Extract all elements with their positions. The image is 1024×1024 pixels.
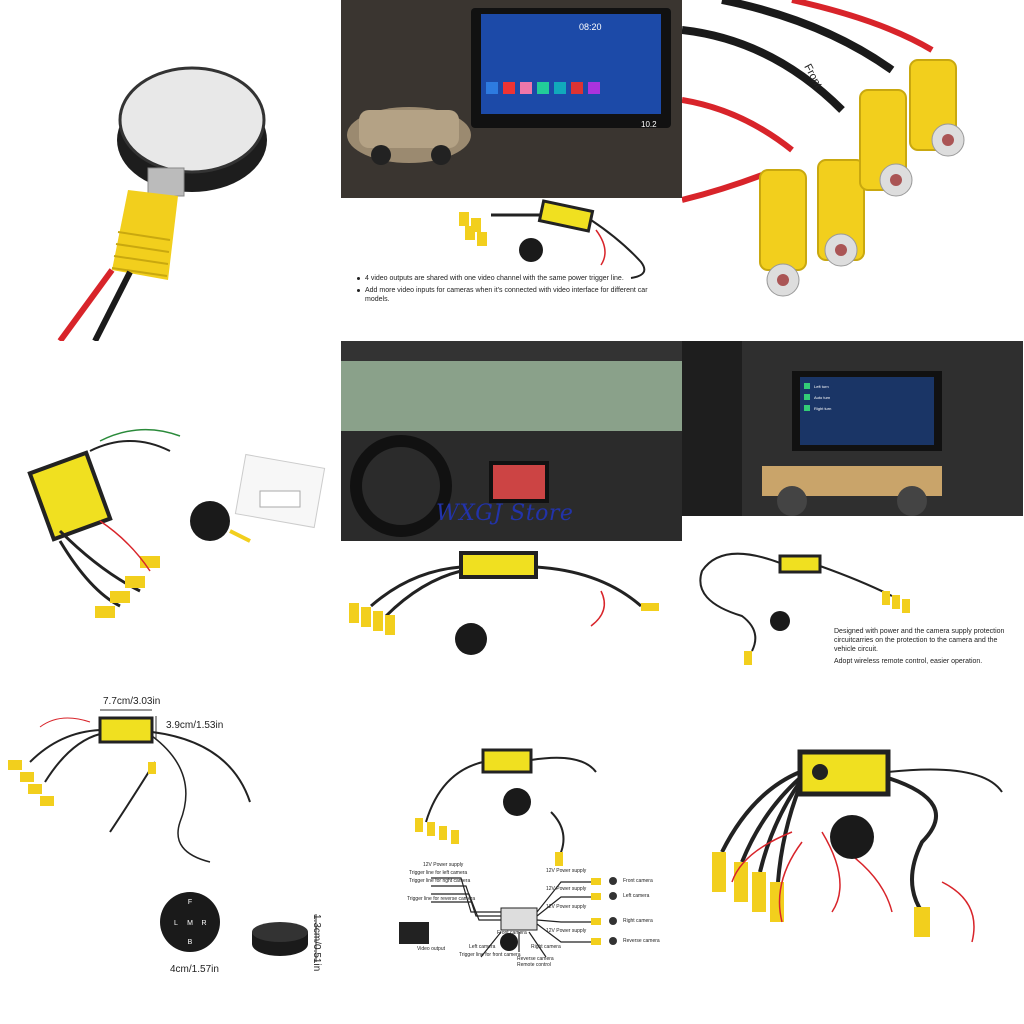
- remote-height-label: 1.3cm/0.51in: [311, 914, 322, 972]
- head-unit-illustration: [682, 341, 1023, 682]
- remote-key-r: R: [201, 920, 206, 927]
- full-kit-illustration: [712, 749, 1003, 943]
- diagram-label: Video output: [417, 946, 445, 952]
- menu-item: Left turn: [814, 384, 829, 389]
- wiring-diagram: 12V Power supply Trigger line for left c…: [341, 682, 682, 1023]
- screen-clock: 08:20: [579, 22, 602, 32]
- diagram-label: Remote control: [517, 962, 551, 968]
- remote-diameter-label: 4cm/1.57in: [170, 964, 219, 975]
- bullet-text: Add more video inputs for cameras when i…: [355, 286, 655, 304]
- diagram-label: 12V Power supply: [546, 868, 587, 874]
- speed-readout: 10.2: [641, 120, 657, 129]
- rca-connectors-illustration: [682, 0, 965, 297]
- product-dimensions: F L M R B 7.7cm/3.03in 3.9cm/1.53in 4cm/…: [0, 682, 341, 1023]
- product-photo-car-screen: 08:20 10.2 4 video outputs are shared wi…: [341, 0, 682, 341]
- remote-key-b: B: [188, 939, 193, 946]
- diagram-label: 12V Power supply: [423, 862, 464, 868]
- module-width-label: 3.9cm/1.53in: [166, 720, 224, 731]
- car-screen-illustration: [341, 0, 682, 341]
- product-photo-module-manual: [0, 341, 341, 682]
- product-photo-car-interior: WXGJ Store: [341, 341, 682, 682]
- diagram-label: Left camera: [469, 944, 496, 950]
- camera-illustration: [57, 66, 267, 341]
- diagram-label: Trigger line for reverse camera: [407, 896, 476, 902]
- product-photo-head-unit: Left turn Auto turn Right turn Designed …: [682, 341, 1023, 682]
- diagram-label: Front camera: [497, 930, 527, 936]
- wiring-diagram-illustration: [399, 748, 617, 958]
- diagram-label: 12V Power supply: [546, 886, 587, 892]
- diagram-label: 12V Power supply: [546, 904, 587, 910]
- diagram-label: Right camera: [623, 918, 653, 924]
- diagram-label: Trigger line for left camera: [409, 870, 468, 876]
- diagram-label: 12V Power supply: [546, 928, 587, 934]
- product-photo-rca-connectors: Front: [682, 0, 1023, 341]
- bullet-text: 4 video outputs are shared with one vide…: [355, 274, 655, 283]
- note-text: Designed with power and the camera suppl…: [834, 628, 1005, 653]
- menu-item: Auto turn: [814, 395, 831, 400]
- menu-item: Right turn: [814, 406, 832, 411]
- product-photo-camera-rca: [0, 0, 341, 341]
- diagram-label: Left camera: [623, 893, 650, 899]
- diagram-label: Trigger line for front camera: [459, 952, 521, 958]
- product-photo-full-kit: [682, 682, 1023, 1023]
- module-length-label: 7.7cm/3.03in: [103, 696, 161, 707]
- head-unit-menu: Left turn Auto turn Right turn: [814, 381, 831, 414]
- diagram-label: Trigger line for right camera: [409, 878, 471, 884]
- diagram-label: Front camera: [623, 878, 653, 884]
- note-text: Adopt wireless remote control, easier op…: [834, 658, 983, 665]
- feature-bullets: 4 video outputs are shared with one vide…: [355, 274, 655, 307]
- remote-key-m: M: [187, 920, 193, 927]
- remote-key-f: F: [188, 899, 192, 906]
- diagram-label: Reverse camera: [623, 938, 660, 944]
- feature-notes: Designed with power and the camera suppl…: [834, 627, 1019, 669]
- module-manual-illustration: [27, 428, 326, 618]
- dimensions-illustration: F L M R B: [8, 709, 317, 962]
- store-watermark: WXGJ Store: [436, 501, 574, 526]
- car-interior-illustration: [341, 341, 682, 682]
- diagram-label: Reverse camera: [517, 956, 554, 962]
- diagram-label: Right camera: [531, 944, 561, 950]
- remote-key-l: L: [174, 920, 178, 927]
